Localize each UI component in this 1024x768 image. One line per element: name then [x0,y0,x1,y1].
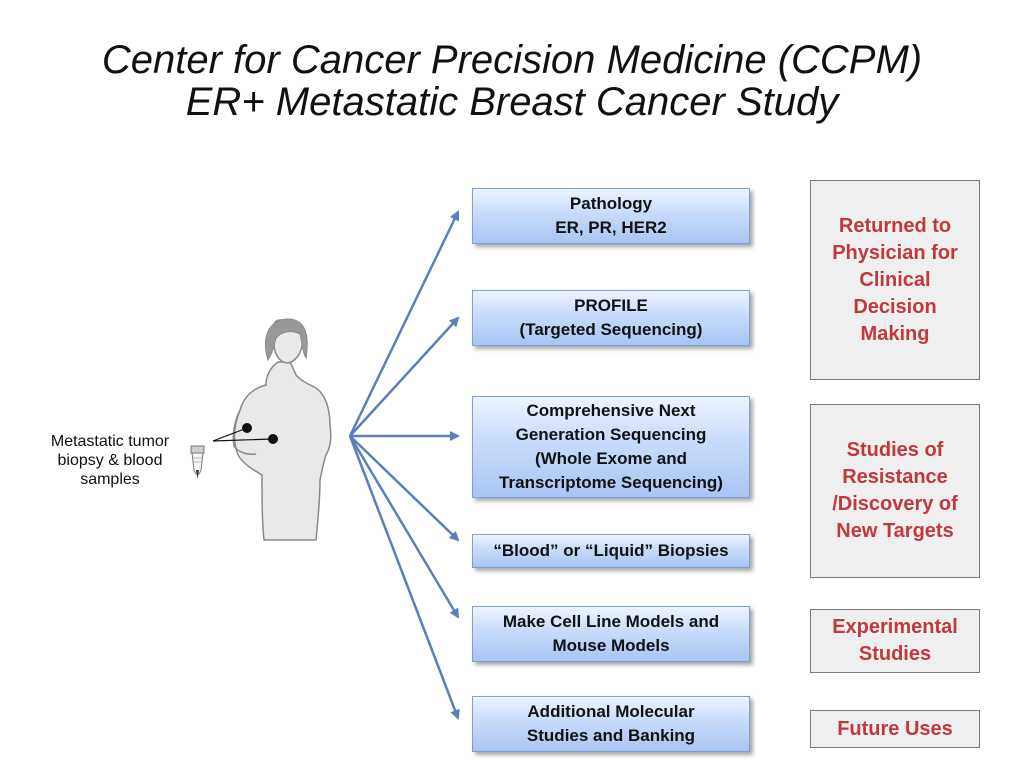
analysis-box-pathology: Pathology ER, PR, HER2 [472,188,750,244]
outcome-box-clinical: Returned to Physician for Clinical Decis… [810,180,980,380]
outcome-box-resistance: Studies of Resistance /Discovery of New … [810,404,980,578]
analysis-box-liquid-biopsy: “Blood” or “Liquid” Biopsies [472,534,750,568]
arrow-to-cell-models [348,435,460,619]
sample-label: Metastatic tumor biopsy & blood samples [50,433,170,488]
title-line-2: ER+ Metastatic Breast Cancer Study [185,80,839,124]
sample-site-dot-2 [268,434,278,444]
analysis-box-molecular-studies: Additional Molecular Studies and Banking [472,696,750,752]
figure-left-arm [232,409,257,455]
sample-pointers [212,423,278,444]
sample-tube-icon [190,445,205,479]
branch-arrows [348,210,460,720]
arrow-to-profile [349,316,460,437]
figure-hair [264,318,308,362]
title-line-1: Center for Cancer Precision Medicine (CC… [101,38,923,82]
figure-body [233,361,332,541]
arrow-to-pathology [348,210,460,437]
outcome-box-experimental: Experimental Studies [810,609,980,673]
arrow-to-molecular-studies [348,435,460,720]
outcome-box-future: Future Uses [810,710,980,748]
arrow-to-liquid-biopsy [349,435,460,542]
analysis-box-ngs: Comprehensive Next Generation Sequencing… [472,396,750,498]
patient-figure [232,318,332,541]
sample-site-dot-1 [242,423,252,433]
analysis-box-profile: PROFILE (Targeted Sequencing) [472,290,750,346]
analysis-box-cell-models: Make Cell Line Models and Mouse Models [472,606,750,662]
